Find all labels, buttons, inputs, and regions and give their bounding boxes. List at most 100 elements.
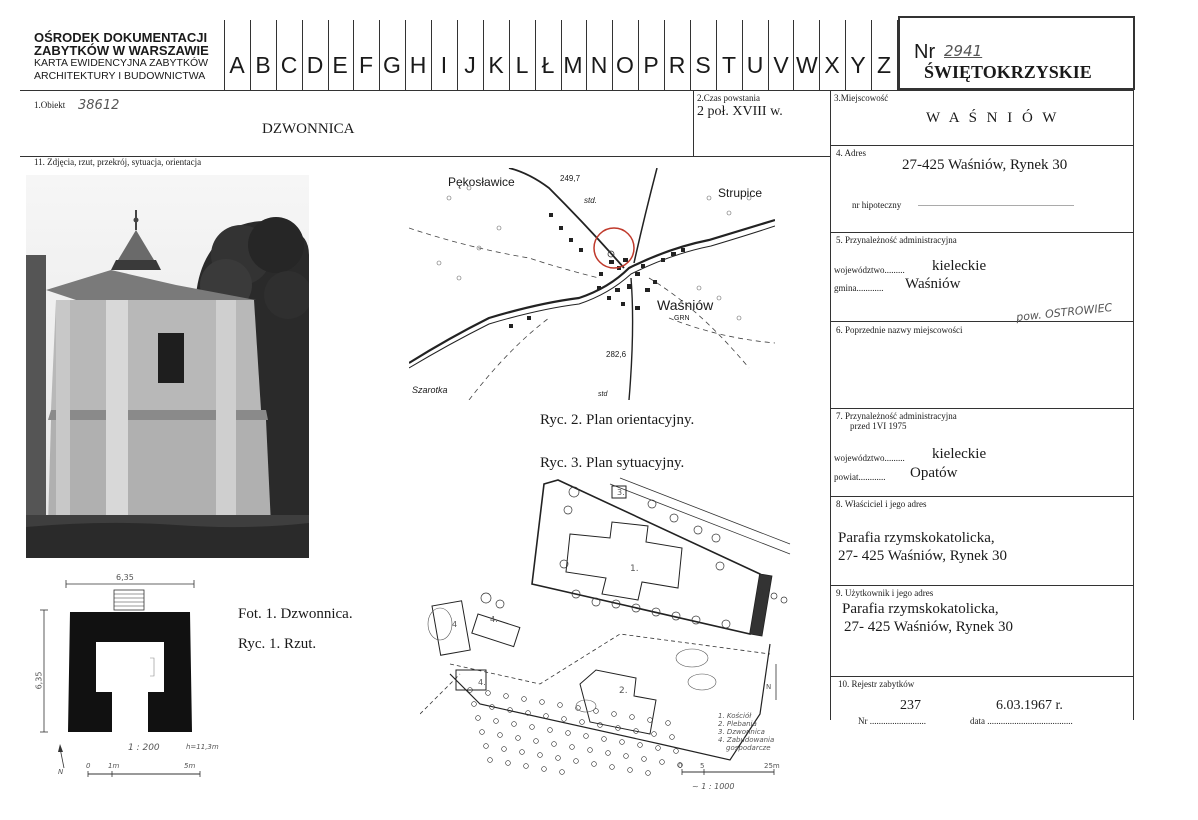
- orchard-tree: [555, 755, 561, 761]
- floor-plan-north-label: N: [58, 768, 64, 776]
- alphabet-letter-K: K: [488, 52, 504, 78]
- orchard-tree: [591, 761, 597, 767]
- caption-ryc3: Ryc. 3. Plan sytuacyjny.: [540, 455, 685, 471]
- orchard-tree: [497, 732, 503, 738]
- site-plan-drawing: [420, 477, 791, 776]
- orchard-tree: [647, 717, 653, 723]
- alphabet-letter-V: V: [773, 52, 789, 78]
- site-plan-number-1: 1.: [630, 564, 639, 574]
- przynaleznosc2-label: 7. Przynależność administracyjna: [836, 411, 957, 421]
- orchard-tree: [601, 736, 607, 742]
- floor-plan-scale-1m: 1m: [108, 762, 120, 770]
- region-name: ŚWIĘTOKRZYSKIE: [924, 62, 1092, 82]
- alphabet-letter-C: C: [280, 52, 298, 78]
- caption-ryc1: Ryc. 1. Rzut.: [238, 636, 317, 652]
- orchard-tree: [593, 708, 599, 714]
- rejestr-label: 10. Rejestr zabytków: [838, 679, 915, 689]
- site-plan-number-4a: 4.: [490, 615, 498, 624]
- alphabet-letter-H: H: [409, 52, 427, 78]
- alphabet-letter-S: S: [695, 52, 711, 78]
- site-plan-legend: 1. Kościół 2. Plebania 3. Dzwonnica 4. Z…: [718, 712, 774, 752]
- orientation-map: [409, 168, 775, 400]
- orchard-tree: [587, 747, 593, 753]
- alphabet-letter-U: U: [746, 52, 764, 78]
- orchard-tree: [583, 733, 589, 739]
- alphabet-letter-W: W: [796, 52, 818, 78]
- site-plan-north-label: N: [766, 683, 772, 691]
- obiekt-label: 1.Obiekt: [34, 100, 66, 110]
- miejscowosc-value: W A Ś N I Ó W: [926, 110, 1060, 126]
- floor-plan-scale-0: 0: [86, 762, 91, 770]
- map-label-std: std.: [584, 196, 597, 205]
- przynaleznosc2-sub: przed 1VI 1975: [850, 421, 907, 431]
- caption-fot1: Fot. 1. Dzwonnica.: [238, 606, 353, 622]
- site-plan-scale-5: 5: [700, 762, 705, 770]
- legend-item-2: 2. Plebania: [718, 720, 757, 728]
- uzytkownik-line-2: 27- 425 Waśniów, Rynek 30: [844, 619, 1014, 635]
- orchard-tree: [523, 763, 529, 769]
- przynaleznosc-label: 5. Przynależność administracyjna: [836, 235, 957, 245]
- orchard-tree: [547, 727, 553, 733]
- orchard-tree: [525, 710, 531, 716]
- site-plan-number-2: 2.: [619, 686, 628, 696]
- nr-box: [898, 16, 1135, 90]
- floor-plan-scale: 1 : 200: [128, 743, 160, 753]
- floor-plan-height: h=11,3m: [186, 743, 219, 751]
- orchard-tree: [507, 707, 513, 713]
- orchard-tree: [641, 756, 647, 762]
- map-label-szarotka: Szarotka: [412, 385, 448, 395]
- site-plan-number-4b: 4: [452, 620, 458, 629]
- caption-ryc2: Ryc. 2. Plan orientacyjny.: [540, 412, 695, 428]
- alphabet-letter-I: I: [440, 52, 448, 78]
- nr-handwritten: 2941: [944, 42, 983, 60]
- map-label-wasniow: Waśniów: [657, 297, 714, 313]
- orchard-tree: [611, 711, 617, 717]
- adres-value: 27-425 Waśniów, Rynek 30: [902, 157, 1068, 173]
- alphabet-letter-X: X: [824, 52, 840, 78]
- orchard-tree: [503, 693, 509, 699]
- rejestr-data-label: data ...................................…: [970, 716, 1073, 726]
- orchard-tree: [673, 748, 679, 754]
- institution-line-1: OŚRODEK DOKUMENTACJI: [34, 30, 208, 45]
- orchard-tree: [551, 741, 557, 747]
- orchard-tree: [489, 704, 495, 710]
- orchard-tree: [623, 753, 629, 759]
- poprzednie-label: 6. Poprzednie nazwy miejscowości: [836, 325, 963, 335]
- alphabet-letter-F: F: [358, 52, 374, 78]
- czas-value: 2 poł. XVIII w.: [697, 104, 783, 119]
- legend-item-4: 4. Zabudowania: [718, 736, 775, 744]
- map-label-std2: std: [598, 391, 608, 398]
- rejestr-data-value: 6.03.1967 r.: [996, 698, 1063, 713]
- map-label-pekoslawice: Pękosławice: [448, 175, 515, 189]
- wlasciciel-line-1: Parafia rzymskokatolicka,: [838, 530, 995, 546]
- orchard-tree: [655, 745, 661, 751]
- orchard-tree: [493, 718, 499, 724]
- orchard-tree: [573, 758, 579, 764]
- orchard-tree: [651, 731, 657, 737]
- czas-label: 2.Czas powstania: [697, 93, 760, 103]
- site-plan-number-3: 3.: [617, 488, 625, 497]
- legend-item-3: 3. Dzwonnica: [718, 728, 765, 736]
- obiekt-value: DZWONNICA: [262, 121, 355, 137]
- map-label-grn: GRN: [674, 315, 690, 322]
- institution-line-3: KARTA EWIDENCYJNA ZABYTKÓW: [34, 57, 209, 69]
- orchard-tree: [511, 721, 517, 727]
- rejestr-nr-value: 237: [900, 698, 921, 713]
- orchard-tree: [479, 729, 485, 735]
- belfry-photo: [26, 175, 309, 558]
- orchard-tree: [467, 687, 473, 693]
- orchard-tree: [629, 714, 635, 720]
- orchard-tree: [565, 730, 571, 736]
- site-plan-scale-25m: 25m: [764, 762, 780, 770]
- miejscowosc-label: 3.Miejscowość: [834, 93, 889, 103]
- powiat-label: powiat............: [834, 472, 886, 482]
- site-plan-scale: ~ 1 : 1000: [692, 782, 735, 791]
- orchard-tree: [609, 764, 615, 770]
- orchard-tree: [575, 705, 581, 711]
- alphabet-letter-D: D: [306, 52, 324, 78]
- floor-plan-drawing: [40, 580, 201, 777]
- floor-plan-dim-top: 6,35: [116, 573, 134, 582]
- wojewodztwo-label: województwo.........: [834, 265, 905, 275]
- wojewodztwo2-label: województwo.........: [834, 453, 905, 463]
- orchard-tree: [619, 739, 625, 745]
